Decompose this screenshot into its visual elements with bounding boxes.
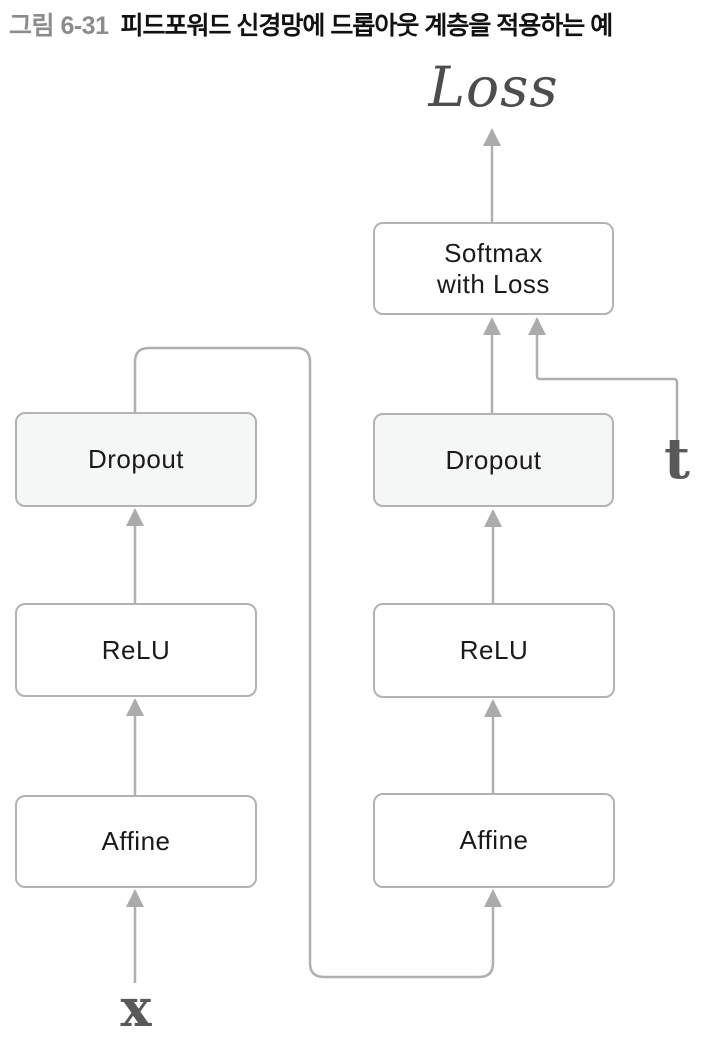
- arrow-dropout-left-to-affine-right: [133, 346, 502, 979]
- node-affine-left-label: Affine: [101, 826, 171, 857]
- arrow-t-to-softmax: [528, 317, 679, 444]
- node-relu-right-label: ReLU: [459, 635, 529, 666]
- loss-output-label: Loss: [428, 55, 559, 119]
- node-relu-left: ReLU: [15, 603, 257, 697]
- figure-number: 그림 6-31: [9, 12, 109, 40]
- target-t-label: t: [664, 426, 690, 492]
- node-relu-right: ReLU: [373, 603, 615, 698]
- node-softmax-label-line1: Softmax: [444, 237, 543, 268]
- node-dropout-left: Dropout: [15, 412, 257, 507]
- node-dropout-right: Dropout: [373, 413, 614, 507]
- node-relu-left-label: ReLU: [101, 634, 171, 665]
- input-x-label: x: [120, 978, 152, 1039]
- node-affine-right-label: Affine: [459, 825, 529, 856]
- node-affine-right: Affine: [373, 793, 615, 888]
- node-dropout-right-label: Dropout: [445, 444, 542, 475]
- node-softmax-label-line2: with Loss: [437, 268, 550, 299]
- figure-header: 그림 6-31 피드포워드 신경망에 드롭아웃 계층을 적용하는 예: [9, 6, 715, 42]
- node-dropout-left-label: Dropout: [88, 444, 184, 475]
- node-softmax-with-loss: Softmax with Loss: [373, 222, 614, 315]
- node-affine-left: Affine: [15, 795, 257, 888]
- figure-caption: 피드포워드 신경망에 드롭아웃 계층을 적용하는 예: [120, 12, 613, 40]
